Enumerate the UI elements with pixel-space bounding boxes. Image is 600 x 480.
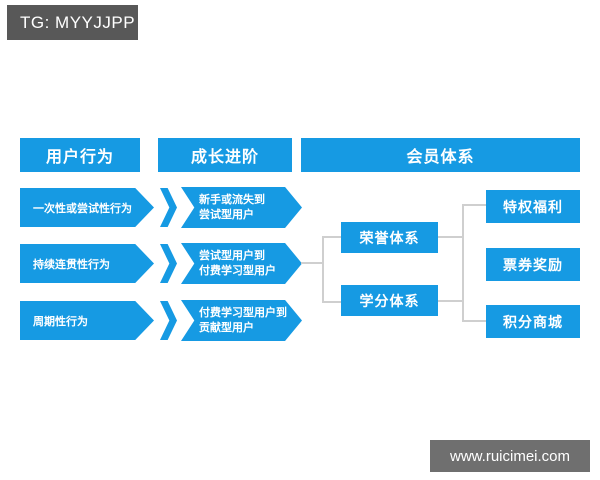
box-label: 票券奖励 bbox=[503, 256, 563, 273]
connector-line bbox=[322, 237, 324, 303]
connector-line bbox=[301, 262, 322, 264]
telegram-badge: TG: MYYJJPP bbox=[7, 5, 138, 40]
arrow-label-line1: 新手或流失到 bbox=[199, 193, 265, 206]
connector-line bbox=[322, 301, 341, 303]
header-membership-system-label: 会员体系 bbox=[406, 149, 475, 166]
arrow-one-time-trial-behavior: 一次性或尝试性行为 bbox=[20, 188, 154, 227]
arrow-label-line2: 付费学习型用户 bbox=[199, 264, 276, 277]
box-label: 荣誉体系 bbox=[359, 229, 420, 246]
arrow-label: 持续连贯性行为 bbox=[33, 258, 110, 271]
connector-line bbox=[322, 236, 341, 238]
chevron-separator-icon bbox=[160, 301, 177, 340]
header-membership-system: 会员体系 bbox=[301, 138, 580, 172]
connector-line bbox=[438, 236, 462, 238]
arrow-label-line1: 付费学习型用户到 bbox=[199, 306, 287, 319]
arrow-label: 一次性或尝试性行为 bbox=[33, 202, 132, 215]
box-ticket-rewards: 票券奖励 bbox=[486, 248, 580, 281]
arrow-trial-to-paid-learning-user: 尝试型用户到 付费学习型用户 bbox=[181, 243, 302, 284]
arrow-paid-learning-to-contributing-user: 付费学习型用户到 贡献型用户 bbox=[181, 300, 302, 341]
telegram-badge-text: TG: MYYJJPP bbox=[20, 12, 136, 32]
arrow-label-line2: 尝试型用户 bbox=[199, 208, 254, 221]
box-privilege-benefits: 特权福利 bbox=[486, 190, 580, 223]
arrow-periodic-behavior: 周期性行为 bbox=[20, 301, 154, 340]
arrow-continuous-behavior: 持续连贯性行为 bbox=[20, 244, 154, 283]
chevron-separator-icon bbox=[160, 244, 177, 283]
connector-line bbox=[438, 300, 462, 302]
chevron-separator-icon bbox=[160, 188, 177, 227]
header-user-behavior-label: 用户行为 bbox=[45, 149, 114, 166]
header-growth-progression: 成长进阶 bbox=[158, 138, 292, 172]
arrow-label-line1: 尝试型用户到 bbox=[199, 249, 265, 262]
box-credit-system: 学分体系 bbox=[341, 285, 438, 316]
arrow-novice-to-trial-user: 新手或流失到 尝试型用户 bbox=[181, 187, 302, 228]
header-user-behavior: 用户行为 bbox=[20, 138, 140, 172]
box-label: 学分体系 bbox=[359, 292, 420, 309]
box-honor-system: 荣誉体系 bbox=[341, 222, 438, 253]
website-badge: www.ruicimei.com bbox=[430, 440, 590, 472]
connector-line bbox=[462, 320, 486, 322]
box-label: 特权福利 bbox=[503, 198, 563, 215]
connector-line bbox=[462, 204, 464, 322]
arrow-label-line2: 贡献型用户 bbox=[199, 321, 254, 334]
website-badge-text: www.ruicimei.com bbox=[449, 447, 570, 465]
header-growth-progression-label: 成长进阶 bbox=[190, 149, 259, 166]
connector-line bbox=[462, 204, 486, 206]
box-label: 积分商城 bbox=[503, 313, 563, 330]
box-points-mall: 积分商城 bbox=[486, 305, 580, 338]
arrow-label: 周期性行为 bbox=[33, 315, 88, 328]
